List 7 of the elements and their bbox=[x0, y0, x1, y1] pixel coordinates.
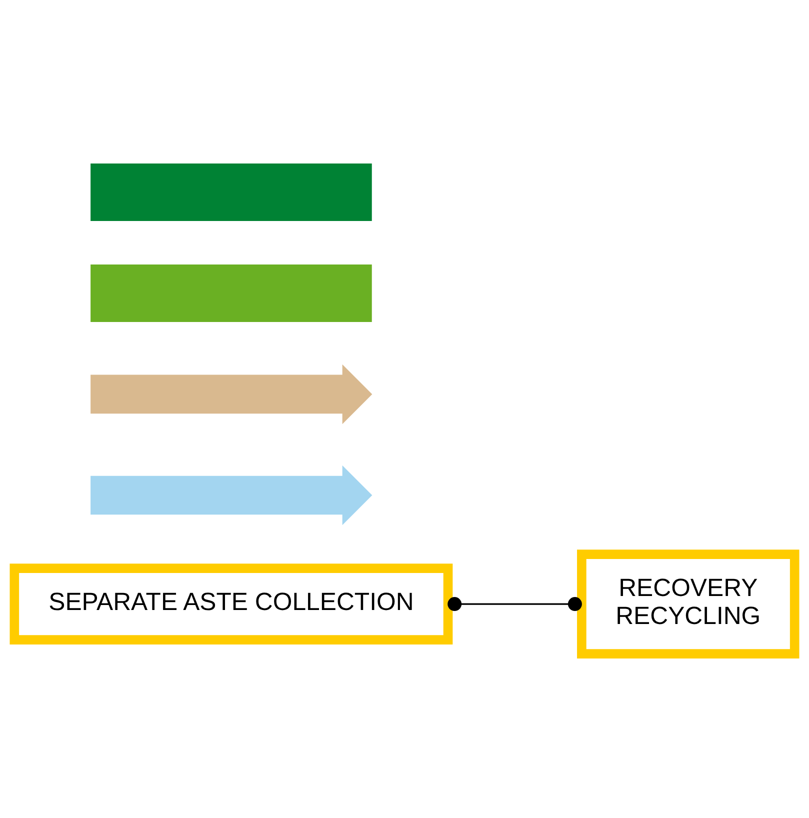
node-box: RECOVERY RECYCLING bbox=[577, 550, 800, 658]
node-box: SEPARATE ASTE COLLECTION bbox=[10, 564, 453, 644]
connector bbox=[448, 597, 582, 612]
node-band bbox=[90, 163, 372, 221]
node-arrow bbox=[90, 364, 372, 424]
node-band bbox=[90, 264, 372, 322]
node-arrow bbox=[90, 465, 372, 526]
